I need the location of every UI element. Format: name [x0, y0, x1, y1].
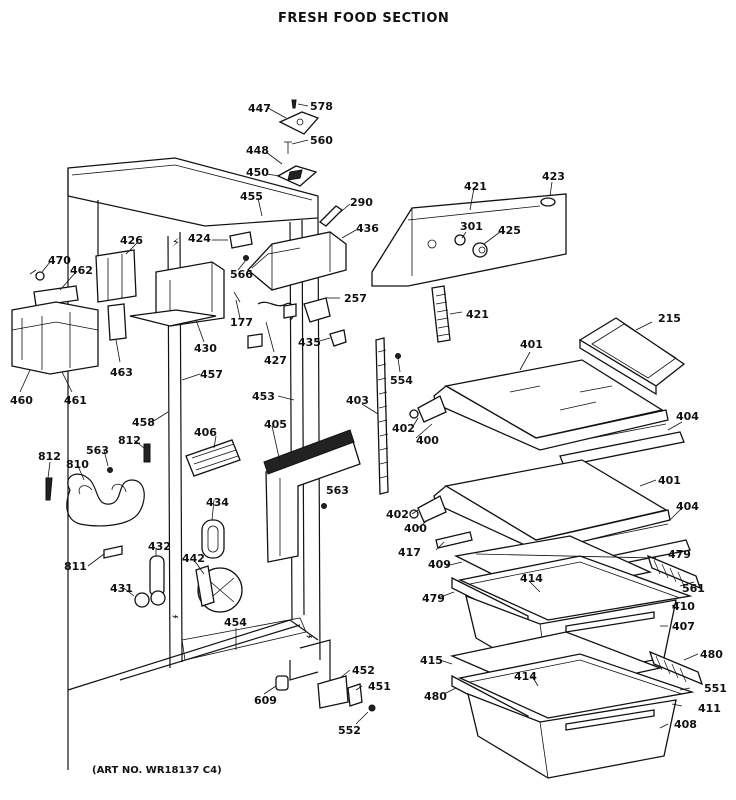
callout-563-right: 563 — [326, 484, 349, 497]
callout-609: 609 — [254, 694, 277, 707]
callout-215: 215 — [658, 312, 681, 325]
callout-563-left: 563 — [86, 444, 109, 457]
callout-425: 425 — [498, 224, 521, 237]
callout-400-lower: 400 — [404, 522, 427, 535]
callout-812-left: 812 — [38, 450, 61, 463]
callout-461: 461 — [64, 394, 87, 407]
callout-417: 417 — [398, 546, 421, 559]
control-panel-421 — [371, 193, 567, 343]
callout-447: 447 — [248, 102, 271, 115]
callout-454: 454 — [224, 616, 247, 629]
lower-crisper — [449, 631, 704, 779]
art-number: (ART NO. WR18137 C4) — [92, 765, 222, 776]
callout-436: 436 — [356, 222, 379, 235]
callout-labels: 447 578 560 448 450 455 290 436 424 426 … — [10, 100, 727, 737]
dairy-bin-215 — [578, 317, 686, 396]
callout-401-upper: 401 — [520, 338, 543, 351]
callout-566: 566 — [230, 268, 253, 281]
callout-479-right: 479 — [668, 548, 691, 561]
callout-810: 810 — [66, 458, 89, 471]
callout-257: 257 — [344, 292, 367, 305]
callout-455: 455 — [240, 190, 263, 203]
callout-415: 415 — [420, 654, 443, 667]
svg-text:⚡: ⚡ — [172, 236, 180, 249]
callout-435: 435 — [298, 336, 321, 349]
callout-560: 560 — [310, 134, 333, 147]
callout-811: 811 — [64, 560, 87, 573]
callout-480-left: 480 — [424, 690, 447, 703]
callout-431: 431 — [110, 582, 133, 595]
callout-410: 410 — [672, 600, 695, 613]
callout-442: 442 — [182, 552, 205, 565]
callout-409: 409 — [428, 558, 451, 571]
callout-480-right: 480 — [700, 648, 723, 661]
page-title: FRESH FOOD SECTION — [278, 11, 449, 26]
callout-407: 407 — [672, 620, 695, 633]
callout-578: 578 — [310, 100, 333, 113]
callout-402-lower: 402 — [386, 508, 409, 521]
callout-404-lower: 404 — [676, 500, 699, 513]
leader-lines — [19, 103, 699, 729]
callout-290: 290 — [350, 196, 373, 209]
callout-414-upper: 414 — [520, 572, 543, 585]
callout-432: 432 — [148, 540, 171, 553]
callout-453: 453 — [252, 390, 275, 403]
callout-430: 430 — [194, 342, 217, 355]
callout-427: 427 — [264, 354, 287, 367]
callout-460: 460 — [10, 394, 33, 407]
callout-426: 426 — [120, 234, 143, 247]
callout-554: 554 — [390, 374, 413, 387]
callout-462: 462 — [70, 264, 93, 277]
callout-434: 434 — [206, 496, 229, 509]
callout-552: 552 — [338, 724, 361, 737]
callout-551: 551 — [704, 682, 727, 695]
callout-448: 448 — [246, 144, 269, 157]
callout-463: 463 — [110, 366, 133, 379]
callout-403: 403 — [346, 394, 369, 407]
callout-424: 424 — [188, 232, 211, 245]
callout-408: 408 — [674, 718, 697, 731]
callout-812-right: 812 — [118, 434, 141, 447]
callout-406: 406 — [194, 426, 217, 439]
callout-423: 423 — [542, 170, 565, 183]
callout-421-panel: 421 — [464, 180, 487, 193]
callout-405: 405 — [264, 418, 287, 431]
callout-452: 452 — [352, 664, 375, 677]
callout-411: 411 — [698, 702, 721, 715]
left-parts — [45, 429, 376, 712]
callout-561-upper: 561 — [682, 582, 705, 595]
callout-402-upper: 402 — [392, 422, 415, 435]
callout-400-upper: 400 — [416, 434, 439, 447]
callout-457: 457 — [200, 368, 223, 381]
upper-shelf-401 — [409, 359, 685, 467]
callout-414-lower: 414 — [514, 670, 537, 683]
callout-470: 470 — [48, 254, 71, 267]
callout-404-upper: 404 — [676, 410, 699, 423]
callout-450: 450 — [246, 166, 269, 179]
callout-177: 177 — [230, 316, 253, 329]
callout-301: 301 — [460, 220, 483, 233]
callout-401-lower: 401 — [658, 474, 681, 487]
shelf-ladder-403 — [375, 337, 401, 495]
svg-text:⌁: ⌁ — [172, 610, 179, 623]
svg-text:⌁: ⌁ — [306, 630, 313, 643]
callout-458: 458 — [132, 416, 155, 429]
callout-479-left: 479 — [422, 592, 445, 605]
callout-451: 451 — [368, 680, 391, 693]
callout-421-light: 421 — [466, 308, 489, 321]
